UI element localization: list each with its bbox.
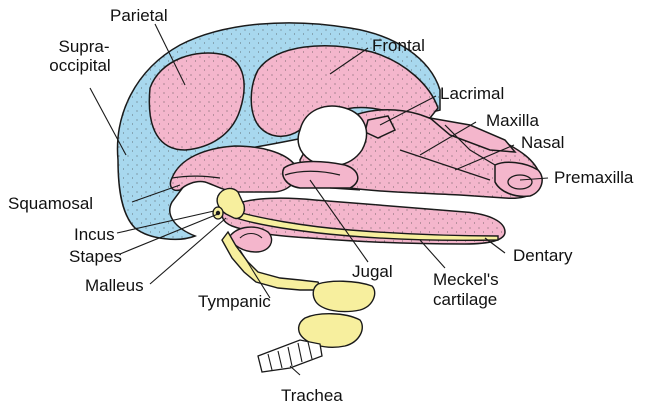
label-dentary: Dentary: [513, 246, 573, 265]
jugal-bone: [283, 162, 358, 188]
label-malleus: Malleus: [85, 276, 144, 295]
label-lacrimal: Lacrimal: [440, 84, 504, 103]
label-incus: Incus: [74, 225, 115, 244]
label-jugal: Jugal: [352, 262, 393, 281]
label-maxilla: Maxilla: [486, 111, 539, 130]
label-tympanic: Tympanic: [198, 292, 271, 311]
label-nasal: Nasal: [521, 133, 564, 152]
label-frontal: Frontal: [372, 36, 425, 55]
orbit-opening: [298, 106, 366, 166]
label-trachea: Trachea: [281, 386, 343, 405]
label-supraoccipital-line2: occipital: [40, 56, 120, 75]
label-premaxilla: Premaxilla: [554, 168, 633, 187]
label-supraoccipital-line1: Supra-: [48, 37, 120, 56]
label-meckels-line2: cartilage: [433, 290, 497, 309]
thyroid-cartilage: [313, 281, 374, 311]
label-meckels-line1: Meckel's: [433, 270, 499, 289]
label-parietal: Parietal: [110, 6, 168, 25]
label-stapes: Stapes: [69, 247, 122, 266]
label-squamosal: Squamosal: [8, 194, 93, 213]
trachea: [258, 340, 322, 372]
